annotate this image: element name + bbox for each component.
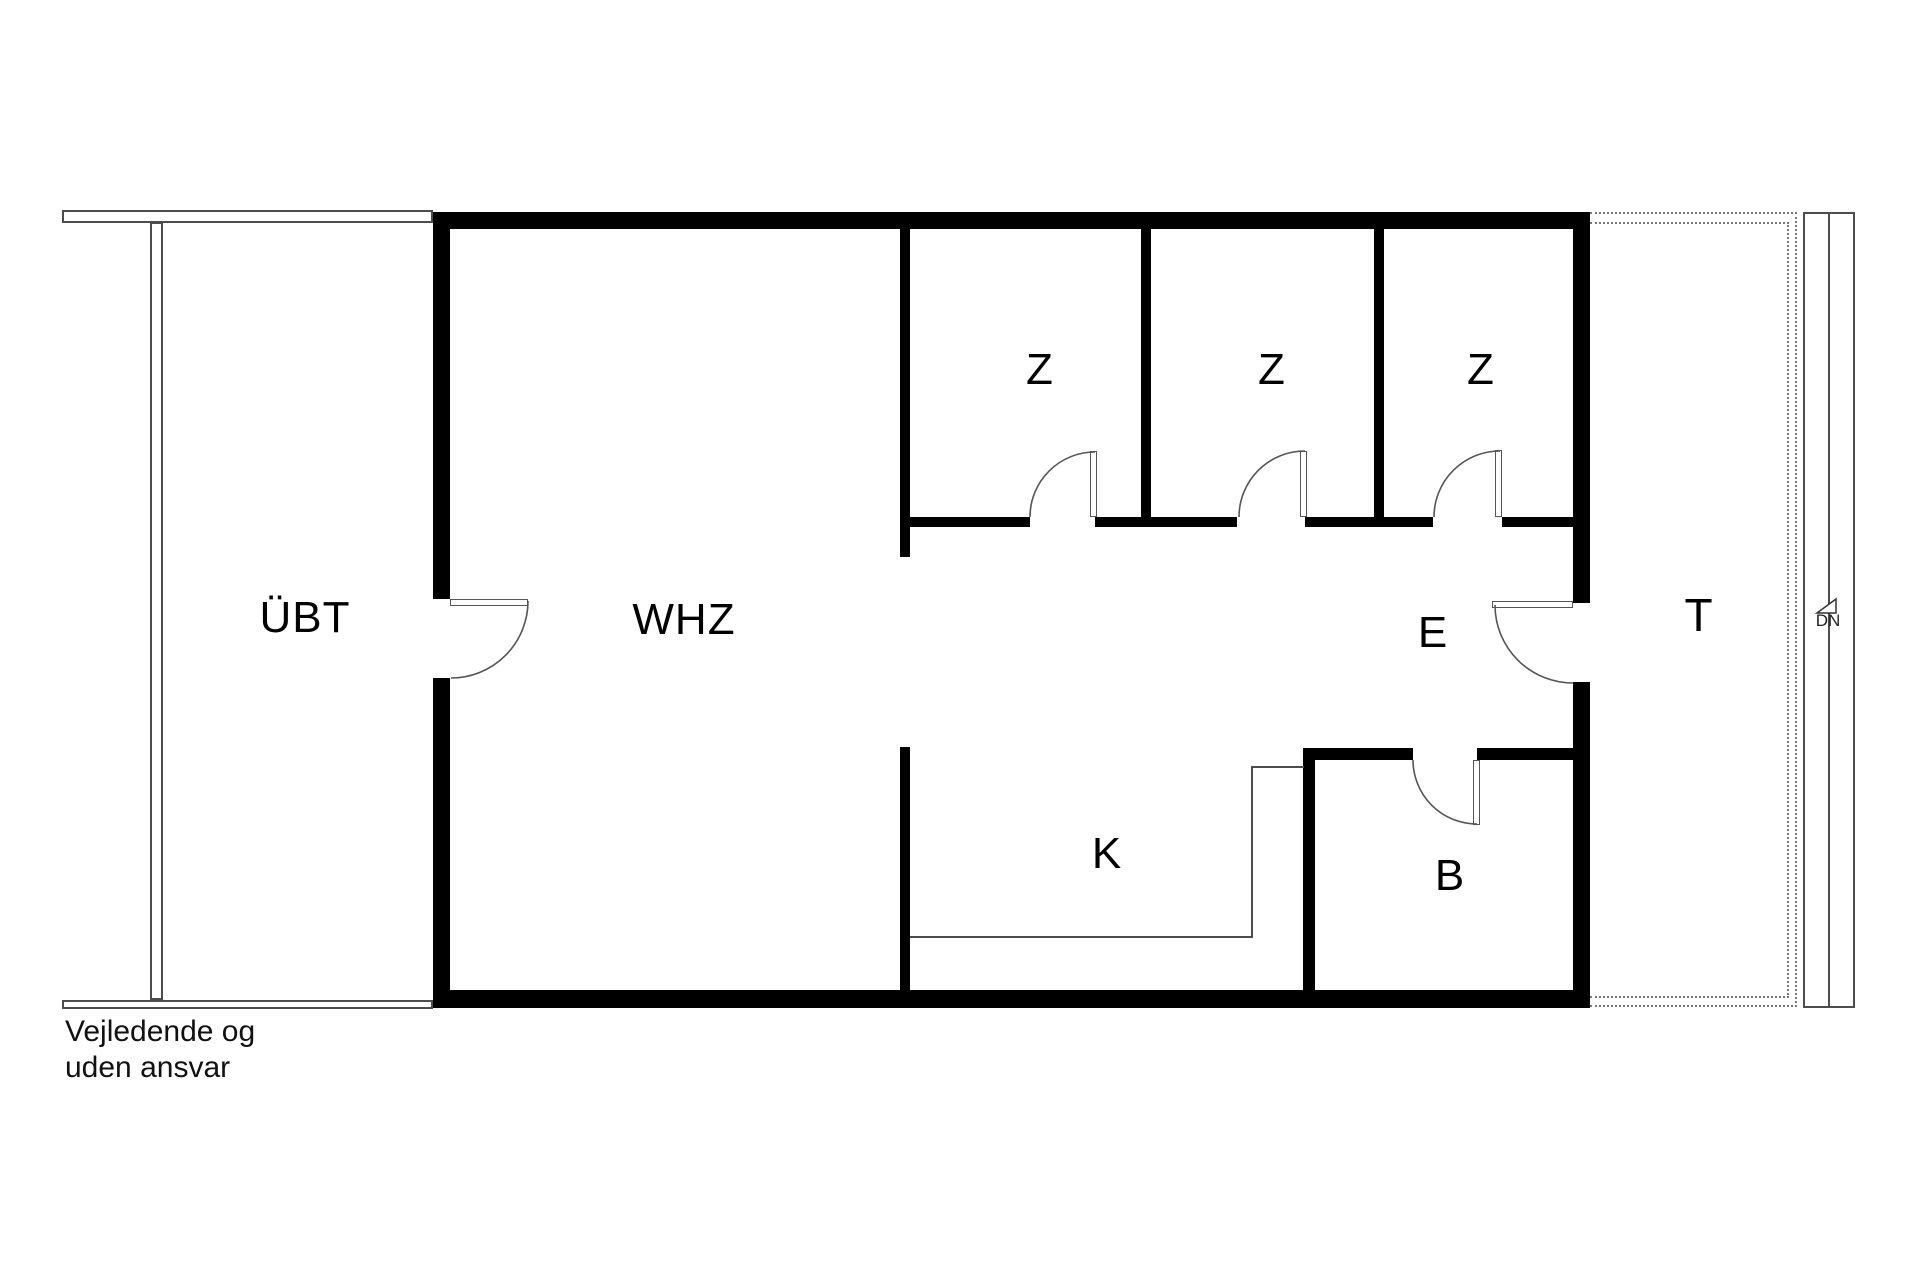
wall-kitchen-left (900, 747, 910, 990)
door-leaf-z3 (1495, 450, 1502, 517)
door-arc-z2 (1238, 450, 1306, 518)
wall-bath-top-right (1477, 748, 1573, 760)
wall-corridor-seg1 (900, 517, 1030, 527)
room-label-e: E (1417, 608, 1449, 657)
door-arc-b (1412, 759, 1478, 825)
wall-left-lower (433, 678, 450, 1008)
room-label-z2: Z (1258, 345, 1286, 394)
wall-left-upper (433, 212, 450, 599)
terrace-left-top-bar (62, 210, 433, 223)
wall-corridor-seg2 (1095, 517, 1237, 527)
door-arc-ubt (450, 600, 529, 679)
disclaimer-text: Vejledende og uden ansvar (65, 1014, 255, 1086)
terrace-left-bottom-bar (62, 1000, 433, 1009)
stairs-middle-line (1828, 212, 1830, 1008)
door-leaf-e (1492, 601, 1573, 608)
room-label-whz: WHZ (632, 595, 736, 644)
wall-bath-top-left (1303, 748, 1413, 760)
wall-right-upper (1573, 212, 1590, 603)
terrace-left-side-wall (150, 222, 163, 1000)
wall-whz-z1 (900, 229, 910, 557)
terrace-right-outline-outer (1590, 212, 1797, 1007)
kitchen-counter-side (1251, 766, 1253, 938)
door-leaf-b (1473, 760, 1480, 825)
room-label-z1: Z (1026, 345, 1054, 394)
wall-z2-z3 (1374, 229, 1384, 517)
room-label-ubt: ÜBT (259, 593, 351, 642)
wall-corridor-seg3 (1305, 517, 1433, 527)
room-label-b: B (1434, 851, 1466, 900)
room-label-z3: Z (1467, 345, 1495, 394)
door-leaf-z1 (1090, 451, 1097, 517)
door-leaf-z2 (1300, 451, 1307, 517)
wall-corridor-seg4 (1502, 517, 1573, 527)
door-leaf-ubt (450, 599, 528, 606)
room-label-k: K (1091, 829, 1123, 878)
wall-right-lower (1573, 682, 1590, 1008)
door-arc-z1 (1029, 451, 1096, 518)
disclaimer-line-1: Vejledende og (65, 1015, 256, 1048)
disclaimer-line-2: uden ansvar (65, 1051, 231, 1084)
wall-bottom (433, 990, 1590, 1008)
wall-z1-z2 (1141, 229, 1151, 517)
door-arc-z3 (1433, 450, 1501, 518)
door-arc-e (1494, 604, 1574, 684)
kitchen-counter-top (1251, 766, 1304, 768)
stairs-dn-label: DN (1815, 611, 1841, 630)
wall-top (433, 212, 1590, 229)
room-label-t: T (1684, 589, 1714, 641)
wall-bath-left (1303, 748, 1315, 990)
terrace-right-outline-inner (1590, 222, 1789, 998)
kitchen-counter-front (910, 936, 1252, 938)
